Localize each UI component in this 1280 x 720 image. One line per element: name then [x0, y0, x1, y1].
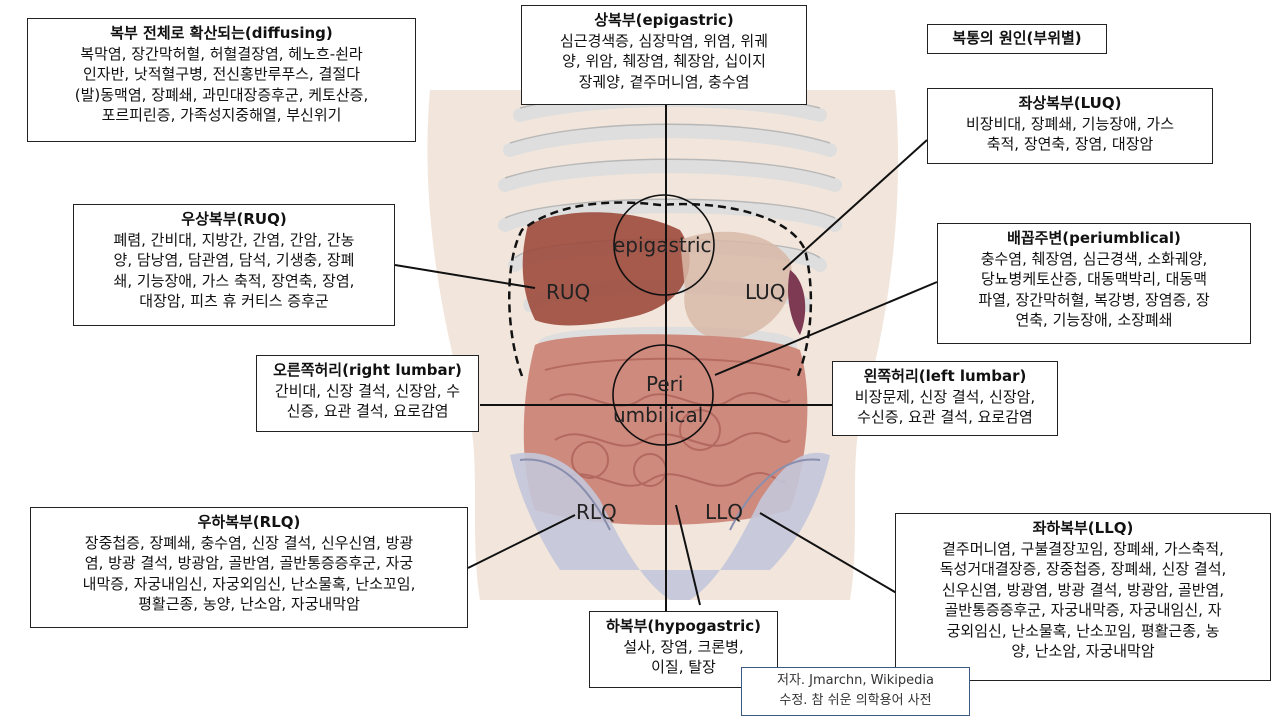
stomach [680, 231, 792, 341]
liver [522, 212, 690, 326]
region-box-luq: 좌상복부(LUQ) 비장비대, 장폐쇄, 기능장애, 가스 축적, 장연축, 장… [927, 88, 1213, 164]
region-text: 간비대, 신장 결석, 신장암, 수 신증, 요관 결석, 요로감염 [274, 381, 461, 421]
rlq-label: RLQ [576, 500, 617, 524]
epigastric-circle [613, 194, 715, 296]
peri-label-line1: Peri [646, 372, 684, 396]
region-text: 심근경색증, 심장막염, 위염, 위궤 양, 위암, 췌장염, 췌장암, 십이지… [559, 31, 768, 91]
luq-label: LUQ [745, 280, 786, 304]
region-heading: 좌하복부(LLQ) [1032, 519, 1134, 537]
region-heading: 오른쪽허리(right lumbar) [273, 361, 462, 379]
region-box-ruq: 우상복부(RUQ) 폐렴, 간비대, 지방간, 간염, 간암, 간농 양, 담낭… [73, 204, 395, 326]
region-box-rlq: 우하복부(RLQ) 장중첩증, 장폐쇄, 충수염, 신장 결석, 신우신염, 방… [30, 507, 468, 628]
peri-label-line2: umbilical [613, 403, 704, 427]
region-heading: 우하복부(RLQ) [197, 513, 301, 531]
page-title: 복통의 원인(부위별) [927, 24, 1107, 54]
credit-modified: 수정. 참 쉬운 의학용어 사전 [779, 693, 932, 708]
epigastric-label: epigastric [613, 233, 712, 257]
region-text: 비장비대, 장폐쇄, 기능장애, 가스 축적, 장연축, 장염, 대장암 [965, 114, 1174, 154]
upper-abdomen-boundary [508, 201, 813, 377]
region-heading: 복부 전체로 확산되는(diffusing) [110, 24, 333, 42]
region-text: 설사, 장염, 크론병, 이질, 탈장 [623, 637, 744, 677]
region-box-epigastric: 상복부(epigastric) 심근경색증, 심장막염, 위염, 위궤 양, 위… [521, 5, 807, 105]
region-text: 충수염, 췌장염, 심근경색, 소화궤양, 당뇨병케토산증, 대동맥박리, 대동… [978, 249, 1210, 330]
leader-lines [394, 139, 938, 606]
region-heading: 하복부(hypogastric) [606, 617, 761, 635]
region-box-periumbilical: 배꼽주변(periumblical) 충수염, 췌장염, 심근경색, 소화궤양,… [937, 223, 1251, 344]
region-heading: 배꼽주변(periumblical) [1007, 229, 1181, 247]
region-heading: 우상복부(RUQ) [181, 210, 287, 228]
region-text: 장중첩증, 장폐쇄, 충수염, 신장 결석, 신우신염, 방광 염, 방광 결석… [82, 533, 416, 614]
periumbilical-circle [612, 344, 714, 446]
region-heading: 상복부(epigastric) [594, 11, 734, 29]
llq-label: LLQ [705, 500, 744, 524]
region-box-right-lumbar: 오른쪽허리(right lumbar) 간비대, 신장 결석, 신장암, 수 신… [256, 355, 479, 432]
region-text: 곁주머니염, 구불결장꼬임, 장폐쇄, 가스축적, 독성거대결장증, 장중첩증,… [939, 539, 1227, 661]
region-box-left-lumbar: 왼쪽허리(left lumbar) 비장문제, 신장 결석, 신장암, 수신증,… [832, 361, 1058, 436]
region-text: 비장문제, 신장 결석, 신장암, 수신증, 요관 결석, 요로감염 [854, 387, 1036, 427]
pelvis [510, 452, 830, 600]
credit-author: 저자. Jmarchn, Wikipedia [777, 673, 934, 688]
region-text: 복막염, 장간막허혈, 허혈결장염, 헤노흐-쇤라 인자반, 낫적혈구병, 전신… [74, 44, 369, 125]
region-box-llq: 좌하복부(LLQ) 곁주머니염, 구불결장꼬임, 장폐쇄, 가스축적, 독성거대… [895, 513, 1271, 681]
region-heading: 왼쪽허리(left lumbar) [863, 367, 1027, 385]
region-heading: 좌상복부(LUQ) [1018, 94, 1122, 112]
spleen [788, 270, 806, 335]
ruq-label: RUQ [546, 280, 591, 304]
credit-box: 저자. Jmarchn, Wikipedia 수정. 참 쉬운 의학용어 사전 [741, 667, 970, 716]
region-box-diffusing: 복부 전체로 확산되는(diffusing) 복막염, 장간막허혈, 허혈결장염… [27, 18, 416, 142]
region-text: 폐렴, 간비대, 지방간, 간염, 간암, 간농 양, 담낭염, 담관염, 담석… [113, 230, 355, 311]
